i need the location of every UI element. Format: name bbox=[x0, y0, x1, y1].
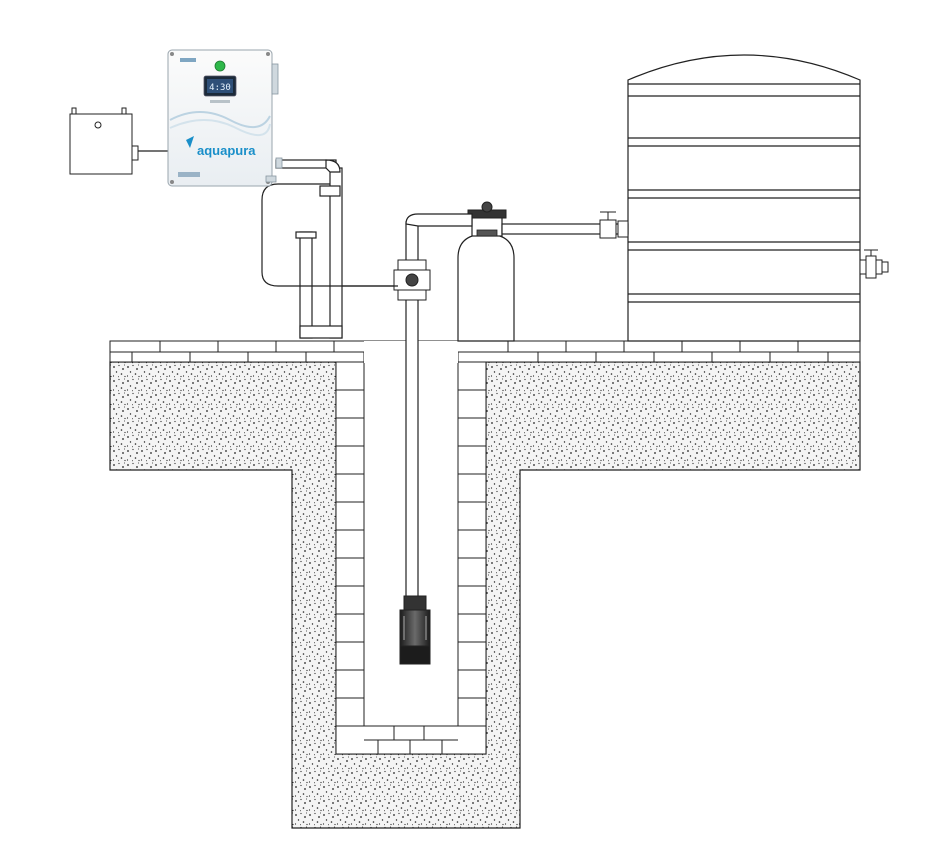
brand-name: aquapura bbox=[197, 143, 256, 158]
storage-tank bbox=[627, 54, 861, 342]
injection-tee-valve-icon[interactable] bbox=[393, 259, 431, 301]
filter-vessel bbox=[457, 233, 515, 342]
lcd-display: 4:30 bbox=[203, 75, 237, 97]
panel-label-plate bbox=[210, 100, 230, 103]
filter-control-valve-icon[interactable] bbox=[467, 201, 507, 237]
submersible-pump bbox=[399, 595, 431, 665]
lcd-reading: 4:30 bbox=[209, 83, 231, 93]
tank-outlet-valve-icon[interactable] bbox=[859, 249, 889, 279]
top-logo bbox=[180, 58, 196, 62]
junction-box bbox=[69, 107, 139, 175]
tubing-return-line bbox=[261, 183, 398, 287]
brand-logo: aquapura bbox=[186, 136, 256, 158]
manufacturer-logo bbox=[178, 172, 200, 177]
controller-panel bbox=[167, 49, 283, 187]
status-indicator-icon bbox=[214, 60, 226, 72]
surface-slab bbox=[109, 340, 861, 363]
tank-inlet-valve-icon[interactable] bbox=[599, 211, 629, 239]
pipe-controller-to-riser bbox=[275, 159, 343, 339]
